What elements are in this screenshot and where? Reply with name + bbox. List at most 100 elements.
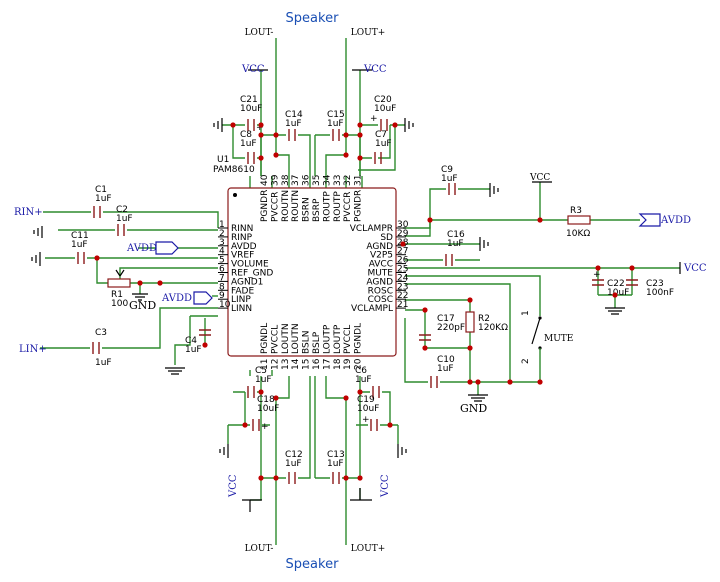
capacitor-c9: C9 1uF bbox=[441, 165, 458, 195]
svg-text:C5: C5 bbox=[255, 366, 267, 376]
svg-text:BSRP: BSRP bbox=[312, 198, 322, 222]
svg-text:23: 23 bbox=[397, 282, 408, 292]
capacitor-c1: C1 1uF bbox=[93, 185, 112, 218]
capacitor-c17: C17 220pF bbox=[419, 314, 465, 341]
svg-text:RINP: RINP bbox=[231, 233, 253, 243]
speaker-bottom-label: Speaker bbox=[286, 557, 340, 572]
junction-dot bbox=[258, 155, 264, 161]
junction-dot bbox=[387, 422, 393, 428]
capacitor-c21: C21 10uF + bbox=[240, 95, 264, 133]
svg-text:21: 21 bbox=[397, 300, 408, 310]
svg-text:1uF: 1uF bbox=[375, 139, 392, 149]
lin-plus-label: LIN+ bbox=[19, 344, 47, 355]
svg-text:C13: C13 bbox=[327, 450, 345, 460]
svg-text:10KΩ: 10KΩ bbox=[566, 229, 590, 239]
chip-pin-2: 2 RINP bbox=[218, 229, 253, 243]
svg-text:220pF: 220pF bbox=[437, 323, 465, 333]
svg-text:1uF: 1uF bbox=[447, 239, 464, 249]
svg-text:VCLAMPL: VCLAMPL bbox=[351, 304, 393, 314]
svg-text:1uF: 1uF bbox=[185, 345, 202, 355]
gnd-right-label: GND bbox=[460, 402, 487, 415]
svg-text:14: 14 bbox=[291, 358, 301, 370]
svg-text:AGND: AGND bbox=[366, 277, 393, 287]
svg-text:VCLAMPR: VCLAMPR bbox=[350, 224, 393, 234]
capacitor-c5: C5 1uF bbox=[247, 366, 272, 398]
svg-text:8: 8 bbox=[219, 282, 225, 292]
mute-switch-label: MUTE bbox=[544, 334, 573, 344]
svg-text:31: 31 bbox=[354, 175, 364, 186]
capacitor-c11: C11 1uF bbox=[71, 231, 89, 264]
svg-text:ROSC: ROSC bbox=[368, 286, 393, 296]
junction-dot bbox=[357, 122, 363, 128]
svg-text:C11: C11 bbox=[71, 231, 89, 241]
svg-text:35: 35 bbox=[312, 175, 322, 186]
svg-text:15: 15 bbox=[302, 359, 312, 370]
chip-pin-21: 21 VCLAMPL bbox=[351, 300, 408, 314]
svg-text:+: + bbox=[256, 123, 264, 133]
chip-pin-23: 23 ROSC bbox=[368, 282, 409, 296]
svg-text:2: 2 bbox=[219, 229, 225, 239]
svg-text:+: + bbox=[370, 114, 378, 124]
svg-text:ROUTN: ROUTN bbox=[291, 190, 301, 222]
capacitor-c15: C15 1uF bbox=[327, 110, 345, 141]
junction-dot bbox=[467, 379, 473, 385]
speaker-top-label: Speaker bbox=[286, 11, 340, 26]
svg-text:1uF: 1uF bbox=[285, 119, 302, 129]
svg-text:1uF: 1uF bbox=[95, 358, 112, 368]
junction-dot bbox=[157, 280, 163, 286]
svg-text:30: 30 bbox=[397, 220, 409, 230]
svg-text:C1: C1 bbox=[95, 185, 107, 195]
gnd-left-label: GND bbox=[129, 299, 156, 312]
svg-text:100nF: 100nF bbox=[646, 288, 674, 298]
svg-text:11: 11 bbox=[260, 359, 270, 370]
svg-text:1uF: 1uF bbox=[285, 459, 302, 469]
svg-text:39: 39 bbox=[270, 174, 280, 186]
junction-dot bbox=[343, 475, 349, 481]
chip-ref-label: U1 bbox=[217, 155, 229, 165]
junction-dot bbox=[612, 292, 618, 298]
svg-text:LOUTN: LOUTN bbox=[281, 323, 291, 354]
svg-text:10uF: 10uF bbox=[240, 104, 262, 114]
lout-minus-bottom-label: LOUT- bbox=[245, 544, 274, 554]
junction-dot bbox=[258, 475, 264, 481]
svg-text:C19: C19 bbox=[357, 395, 375, 405]
chip-pins-top: PGNDR40PVCCR39ROUTN38ROUTN37BSRN36BSRP35… bbox=[260, 174, 364, 222]
rin-plus-label: RIN+ bbox=[14, 207, 43, 218]
vcc-bottom-right-label: VCC bbox=[380, 474, 391, 498]
svg-text:VOLUME: VOLUME bbox=[231, 260, 269, 270]
capacitor-c23: C23 100nF bbox=[626, 279, 674, 298]
svg-text:19: 19 bbox=[343, 358, 353, 370]
junction-dot bbox=[475, 379, 481, 385]
junction-dot bbox=[537, 379, 543, 385]
svg-text:C20: C20 bbox=[374, 95, 392, 105]
svg-text:LOUTP: LOUTP bbox=[322, 324, 332, 354]
junction-dot bbox=[273, 395, 279, 401]
svg-text:AVDD: AVDD bbox=[231, 242, 257, 252]
junction-dot bbox=[94, 255, 100, 261]
svg-text:SD: SD bbox=[380, 233, 393, 243]
svg-text:C2: C2 bbox=[116, 205, 128, 215]
vcc-top-right-label: VCC bbox=[363, 64, 387, 75]
svg-text:PGNDR: PGNDR bbox=[354, 190, 364, 222]
svg-text:1: 1 bbox=[219, 220, 225, 230]
svg-text:PVCCL: PVCCL bbox=[270, 325, 280, 354]
junction-dot bbox=[357, 132, 363, 138]
capacitor-c12: C12 1uF bbox=[285, 450, 303, 484]
svg-text:120KΩ: 120KΩ bbox=[478, 323, 508, 333]
svg-text:22: 22 bbox=[397, 291, 408, 301]
resistor-r3: R3 10KΩ bbox=[566, 206, 591, 239]
svg-text:C14: C14 bbox=[285, 110, 303, 120]
svg-text:R2: R2 bbox=[478, 314, 490, 324]
svg-text:1uF: 1uF bbox=[255, 375, 272, 385]
vcc-right-label: VCC bbox=[683, 263, 707, 274]
svg-text:6: 6 bbox=[219, 265, 225, 275]
svg-text:10uF: 10uF bbox=[257, 404, 279, 414]
